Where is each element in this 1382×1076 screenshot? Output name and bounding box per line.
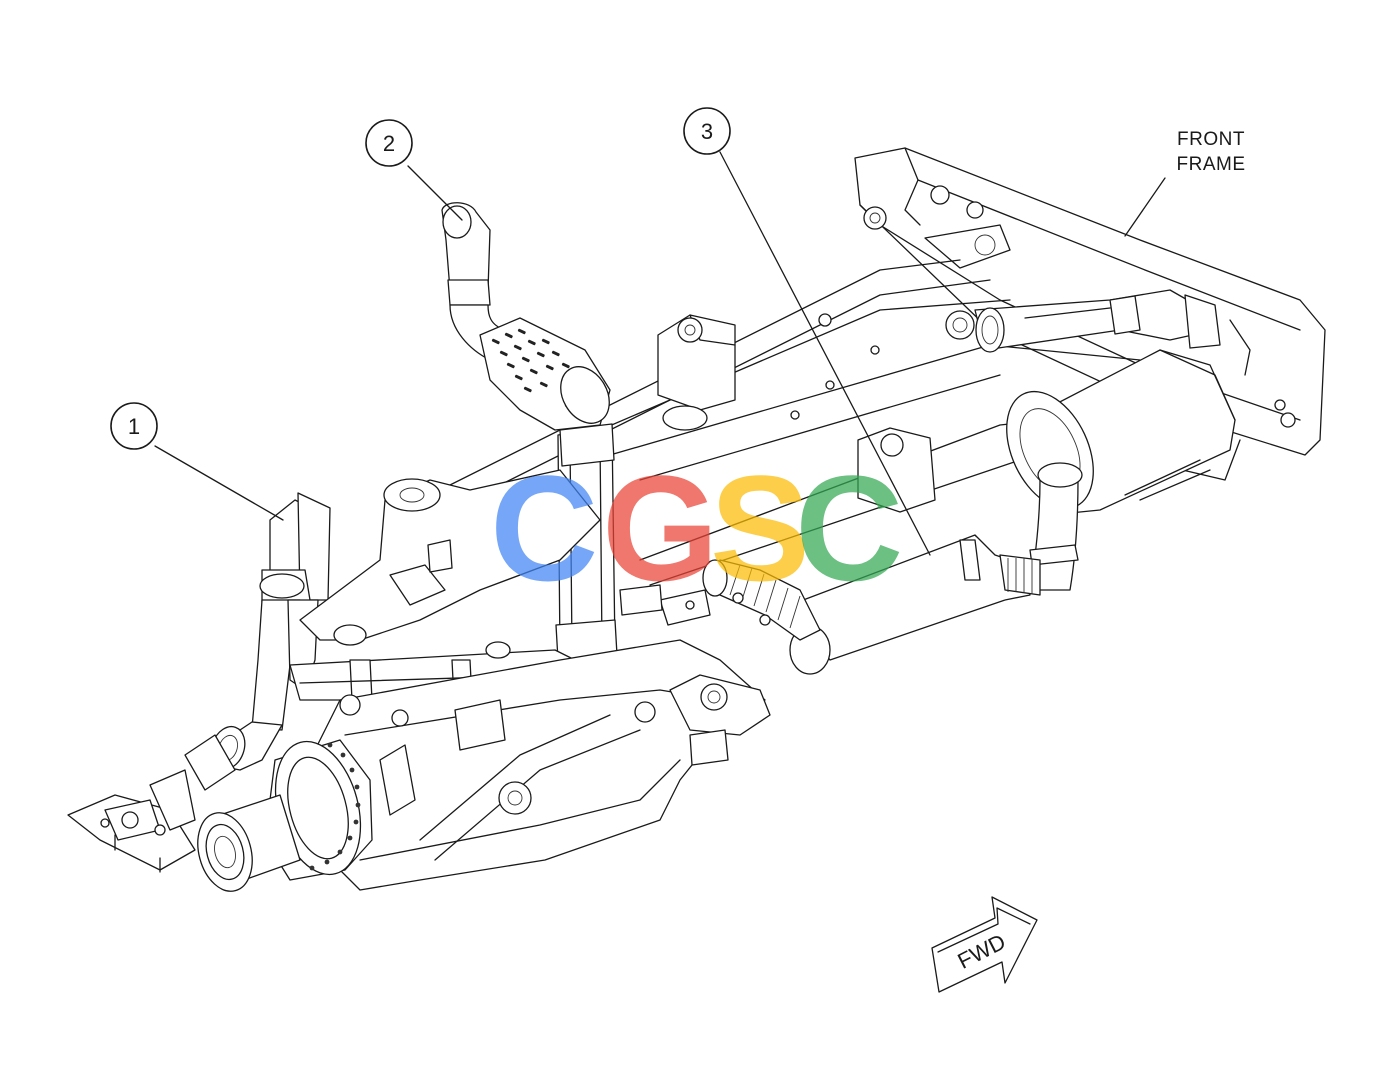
exhaust-stack-2 <box>441 202 618 661</box>
watermark-letter-3: S <box>710 444 810 612</box>
front-frame-label: FRONT FRAME <box>1177 129 1246 175</box>
center-frame <box>299 469 771 659</box>
callout-3: 3 <box>683 107 731 155</box>
front-frame-label-line1: FRONT <box>1177 129 1245 150</box>
pipe-assembly-1 <box>67 492 579 873</box>
callout-1: 1 <box>110 402 158 450</box>
watermark: C G S C <box>490 444 903 612</box>
muffler <box>1006 349 1236 591</box>
forward-direction-arrow: FWD <box>931 896 1038 993</box>
rear-axle <box>197 639 771 892</box>
front-frame-label-line2: FRAME <box>1177 154 1246 175</box>
leader-lines <box>154 151 1166 556</box>
watermark-letter-2: G <box>602 444 719 612</box>
watermark-letter-4: C <box>795 444 903 612</box>
callout-1-label: 1 <box>128 414 140 439</box>
exhaust-tube-front <box>974 289 1221 353</box>
callout-3-label: 3 <box>701 119 713 144</box>
callout-2-label: 2 <box>383 131 395 156</box>
watermark-letter-1: C <box>490 444 598 612</box>
exhaust-tube-3 <box>702 534 1041 675</box>
callout-2: 2 <box>365 119 413 167</box>
